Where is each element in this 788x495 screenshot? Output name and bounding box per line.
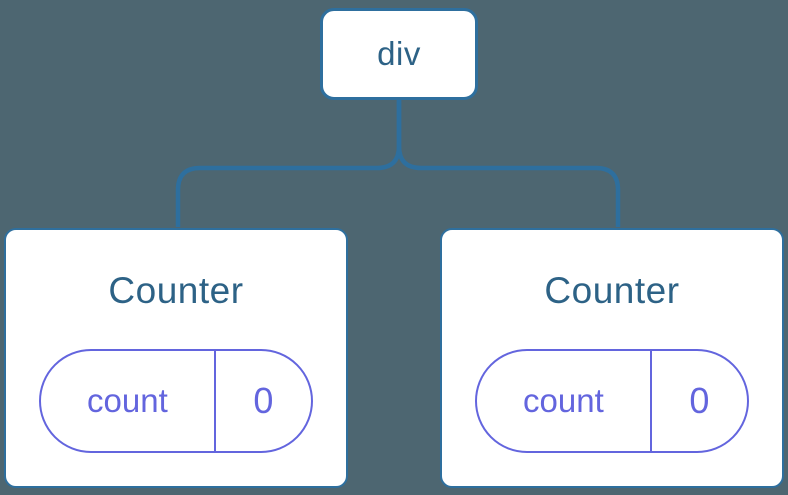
state-pill: count 0 (475, 349, 749, 453)
component-title: Counter (108, 270, 244, 311)
state-value: 0 (253, 380, 274, 421)
state-pill: count 0 (39, 349, 313, 453)
component-card-counter-right: Counter count 0 (440, 228, 784, 488)
root-node-label: div (377, 35, 421, 72)
component-card-counter-left: Counter count 0 (4, 228, 348, 488)
tree-node-div: div (320, 8, 478, 100)
state-value: 0 (689, 380, 710, 421)
connector-left-branch (175, 100, 402, 227)
state-key: count (477, 351, 652, 451)
state-key: count (41, 351, 216, 451)
connector-right-branch (396, 100, 621, 227)
component-title: Counter (544, 270, 680, 311)
